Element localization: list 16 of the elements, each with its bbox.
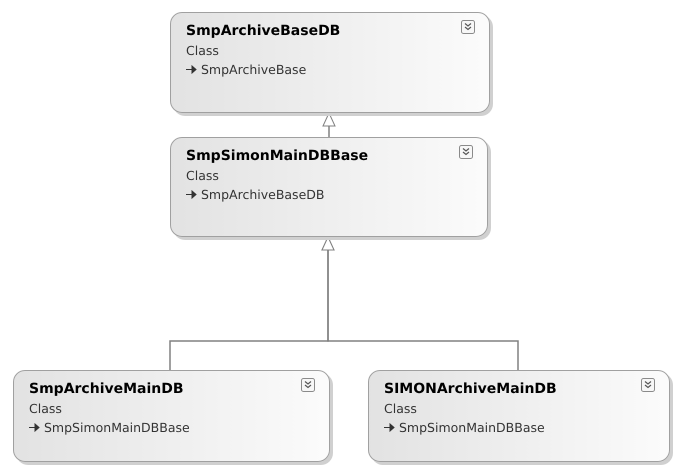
base-class-name: SmpArchiveBaseDB — [201, 186, 324, 204]
class-box — [170, 12, 490, 113]
class-type: Class — [384, 400, 417, 418]
class-name: SIMONArchiveMainDB — [384, 380, 557, 399]
class-type: Class — [29, 400, 62, 418]
class-box — [13, 370, 330, 462]
base-class-name: SmpArchiveBase — [201, 61, 306, 79]
base-class-name: SmpSimonMainDBBase — [399, 419, 545, 437]
class-name: SmpSimonMainDBBase — [186, 147, 368, 166]
class-name: SmpArchiveBaseDB — [186, 22, 340, 41]
class-box — [170, 137, 488, 237]
class-box — [368, 370, 670, 462]
base-class-name: SmpSimonMainDBBase — [44, 419, 190, 437]
class-name: SmpArchiveMainDB — [29, 380, 184, 399]
class-type: Class — [186, 42, 219, 60]
class-type: Class — [186, 167, 219, 185]
